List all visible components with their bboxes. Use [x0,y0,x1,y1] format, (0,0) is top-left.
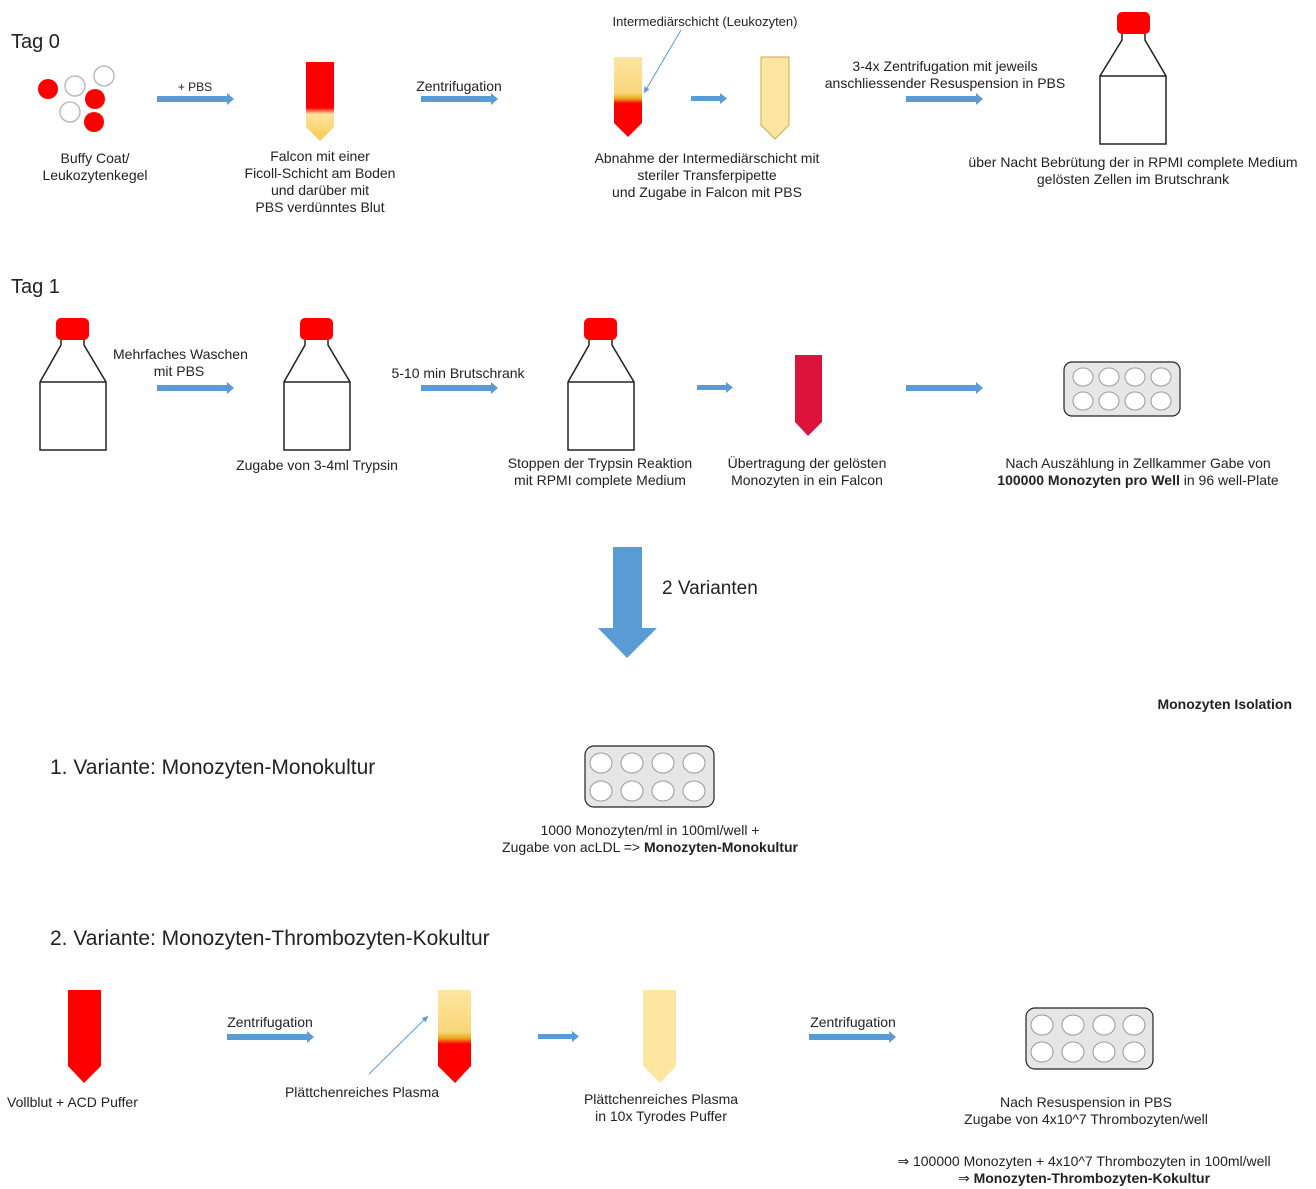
block-arrow-centrifugation-resuspension [906,93,983,105]
falcon-monocytes-icon [795,355,822,436]
variant1-heading: 1. Variante: Monozyten-Monokultur [50,756,376,779]
intermediate-layer-pointer [643,29,682,94]
well-plate-tag1-icon [1063,361,1181,417]
trypsin-label: Zugabe von 3-4ml Trypsin [236,457,398,473]
culture-flask-2-icon [283,318,351,451]
big-down-arrow [598,547,657,658]
well-plate-variant2-icon [1025,1007,1154,1070]
falcon-whole-blood-icon [68,990,101,1083]
falcon-prp-layers-icon [438,990,471,1083]
monocyte-isolation-label: Monozyten Isolation [1157,696,1292,712]
cell-count-label: Nach Auszählung in Zellkammer Gabe von 1… [997,455,1279,488]
falcon-prp-tyrodes-icon [643,990,676,1083]
block-arrow-zentrifugation-v2-1 [227,1031,314,1043]
culture-flask-3-icon [567,318,635,451]
block-arrow-small-2 [697,382,733,393]
tag0-heading: Tag 0 [11,31,60,53]
block-arrow-plus-pbs [157,93,234,105]
whole-blood-label: Vollblut + ACD Puffer [7,1094,138,1110]
block-arrow-zentrifugation-1 [421,93,498,105]
block-arrow-incubation [421,382,498,394]
variant2-heading: 2. Variante: Monozyten-Thrombozyten-Koku… [50,927,490,950]
overnight-incubation-label: über Nacht Bebrütung der in RPMI complet… [968,154,1298,187]
tag1-heading: Tag 1 [11,276,60,298]
final-result-label: ⇒ 100000 Monozyten + 4x10^7 Thrombozyten… [897,1153,1271,1186]
culture-flask-1-icon [39,318,107,451]
arrow-label-zentrifugation-v2-2: Zentrifugation [810,1014,896,1030]
arrow-label-plus-pbs: + PBS [177,80,213,94]
variants-label: 2 Varianten [662,578,758,599]
falcon-pbs-icon [760,56,790,140]
well-plate-variant1-icon [584,745,715,808]
block-arrow-to-plate [906,382,983,394]
block-arrow-small-1 [691,93,727,104]
arrow-label-zentrifugation-1: Zentrifugation [416,78,502,94]
arrow-label-zentrifugation-v2-1: Zentrifugation [227,1014,313,1030]
intermediate-layer-label: Intermediärschicht (Leukozyten) [612,14,798,29]
arrow-label-incubation: 5-10 min Brutschrank [391,365,525,381]
buffy-coat-cells-icon [38,65,115,132]
block-arrow-zentrifugation-v2-2 [809,1031,896,1043]
prp-label: Plättchenreiches Plasma [284,1084,440,1100]
culture-flask-tag0-icon [1099,12,1167,145]
buffy-coat-label: Buffy Coat/Leukozytenkegel [42,150,148,183]
variant1-description: 1000 Monozyten/ml in 100ml/well + Zugabe… [502,822,798,855]
falcon-separated-layers-icon [614,57,642,137]
block-arrow-washing [157,382,234,394]
falcon-ficoll-blood-icon [306,62,334,141]
prp-pointer [368,1015,429,1075]
block-arrow-small-v2 [538,1031,579,1042]
